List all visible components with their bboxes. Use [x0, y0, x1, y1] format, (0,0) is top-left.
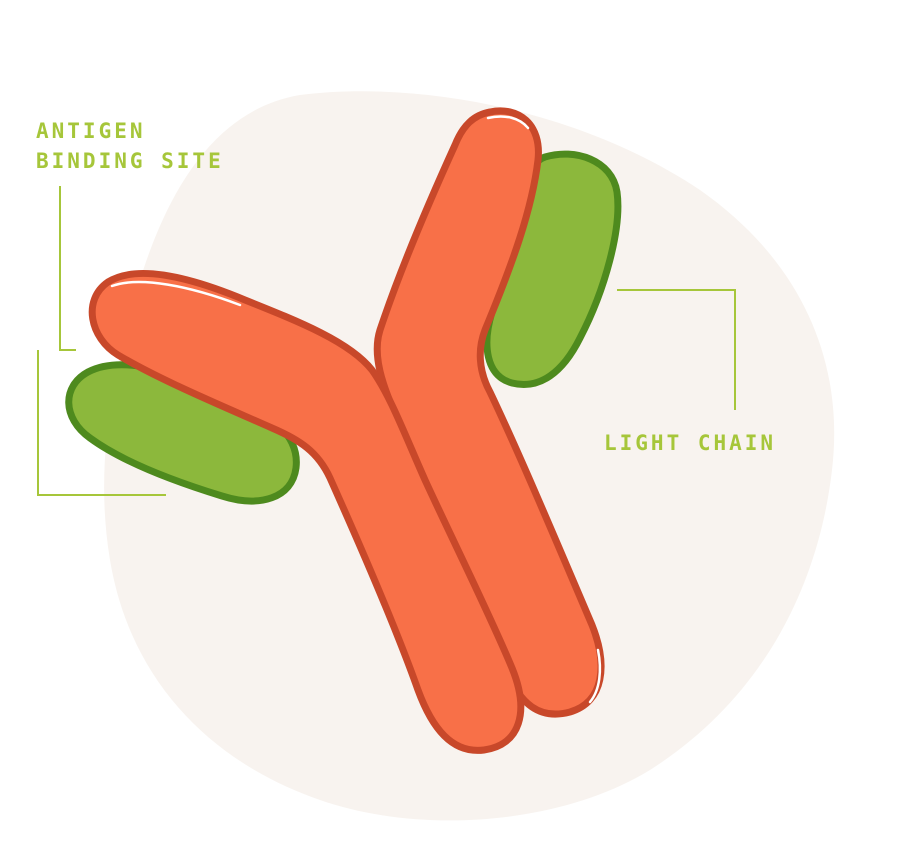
leader-line-light-chain: [617, 289, 736, 410]
label-antigen-line1: ANTIGEN: [36, 119, 146, 143]
label-antigen-binding-site: ANTIGEN BINDING SITE: [36, 116, 224, 176]
heavy-chain-left: [88, 270, 525, 754]
highlight-left-arm: [110, 280, 242, 307]
leader-line-antigen: [37, 186, 166, 496]
highlight-right-stem: [588, 648, 602, 704]
label-light-chain-text: LIGHT CHAIN: [604, 431, 777, 455]
label-antigen-line2: BINDING SITE: [36, 149, 224, 173]
heavy-chain-right: [373, 107, 605, 718]
label-light-chain: LIGHT CHAIN: [604, 428, 776, 458]
highlight-right-arm: [486, 115, 530, 130]
